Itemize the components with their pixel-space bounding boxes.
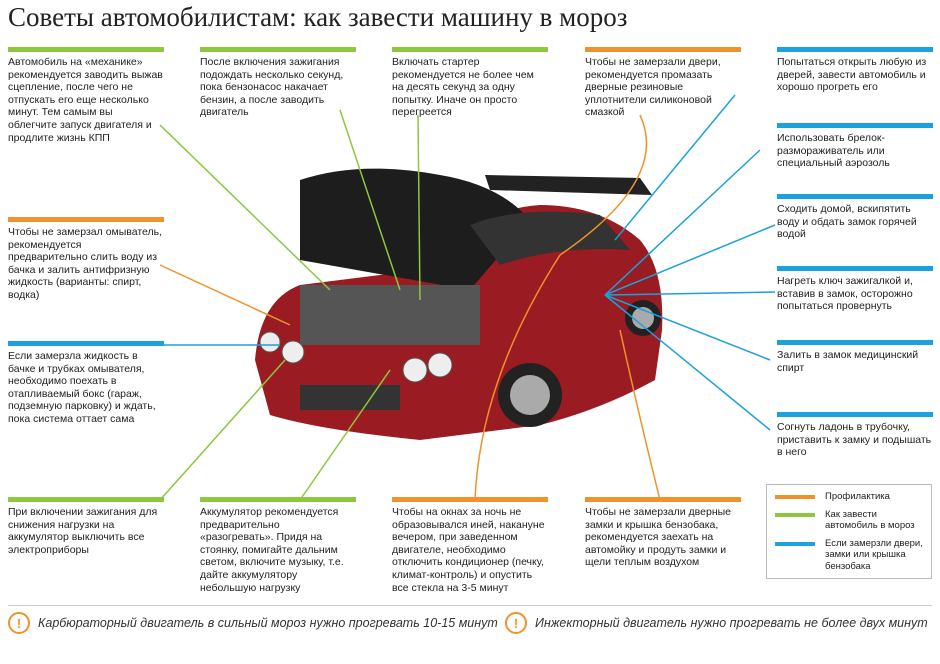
tip-heat-key: Нагреть ключ зажигалкой и, вставив в зам… [777,266,933,313]
page-title: Советы автомобилистам: как завести машин… [8,2,628,32]
tip-text: После включения зажигания подождать неск… [200,56,344,119]
tip-text: Включать стартер рекомендуется не более … [392,56,534,119]
footer-note-carburetor: ! Карбюраторный двигатель в сильный мороз… [8,612,498,634]
tip-door-seals: Чтобы не замерзали двери, рекомендуется … [585,47,741,119]
legend-item: Если замерзли двери, замки или крышка бе… [775,538,923,573]
legend-item: Как завести автомобиль в мороз [775,509,923,532]
legend-label: Профилактика [825,491,890,502]
tip-electrics-off: При включении зажигания для снижения наг… [8,497,164,556]
tip-hot-water: Сходить домой, вскипятить воду и обдать … [777,194,933,241]
legend: Профилактика Как завести автомобиль в мо… [766,484,932,579]
tip-text: Попытаться открыть любую из дверей, заве… [777,56,927,94]
tip-starter: Включать стартер рекомендуется не более … [392,47,548,119]
tip-text: Аккумулятор рекомендуется предварительно… [200,506,344,594]
footer-text: Инжекторный двигатель нужно прогревать н… [535,616,928,630]
tip-text: Чтобы на окнах за ночь не образовывался … [392,506,545,594]
tip-defrost-spray: Использовать брелок-размораживатель или … [777,123,933,170]
tip-manual-transmission: Автомобиль на «механике» рекомендуется з… [8,47,164,144]
legend-label: Как завести автомобиль в мороз [825,508,915,532]
legend-item: Профилактика [775,491,923,503]
tip-washer-antifreeze: Чтобы не замерзал омыватель, рекомендует… [8,217,164,302]
leader-lines [159,94,776,501]
tip-alcohol: Залить в замок медицинский спирт [777,340,933,374]
tip-text: Использовать брелок-размораживатель или … [777,132,890,170]
car [255,168,663,440]
footer-text: Карбюраторный двигатель в сильный мороз … [38,616,498,630]
footer-note-injector: ! Инжекторный двигатель нужно прогревать … [505,612,928,634]
tip-open-other-door: Попытаться открыть любую из дверей, заве… [777,47,933,94]
tip-text: Автомобиль на «механике» рекомендуется з… [8,56,163,144]
tip-text: Залить в замок медицинский спирт [777,349,919,374]
tip-car-wash: Чтобы не замерзали дверные замки и крышк… [585,497,741,569]
tip-text: При включении зажигания для снижения наг… [8,506,158,556]
tip-breathe: Согнуть ладонь в трубочку, приставить к … [777,412,933,459]
exclamation-icon: ! [505,612,527,634]
tip-battery-warm: Аккумулятор рекомендуется предварительно… [200,497,356,594]
tip-text: Чтобы не замерзали двери, рекомендуется … [585,56,721,119]
tip-text: Чтобы не замерзал омыватель, рекомендует… [8,226,163,301]
tip-text: Сходить домой, вскипятить воду и обдать … [777,203,917,241]
tip-text: Чтобы не замерзали дверные замки и крышк… [585,506,732,569]
footer-divider [8,605,932,606]
exclamation-icon: ! [8,612,30,634]
tip-text: Нагреть ключ зажигалкой и, вставив в зам… [777,275,913,313]
tip-window-frost: Чтобы на окнах за ночь не образовывался … [392,497,548,594]
tip-text: Если замерзла жидкость в бачке и трубках… [8,350,156,425]
tip-ignition-wait: После включения зажигания подождать неск… [200,47,356,119]
legend-label: Если замерзли двери, замки или крышка бе… [825,537,923,572]
tip-frozen-washer: Если замерзла жидкость в бачке и трубках… [8,341,164,426]
tip-text: Согнуть ладонь в трубочку, приставить к … [777,421,932,459]
